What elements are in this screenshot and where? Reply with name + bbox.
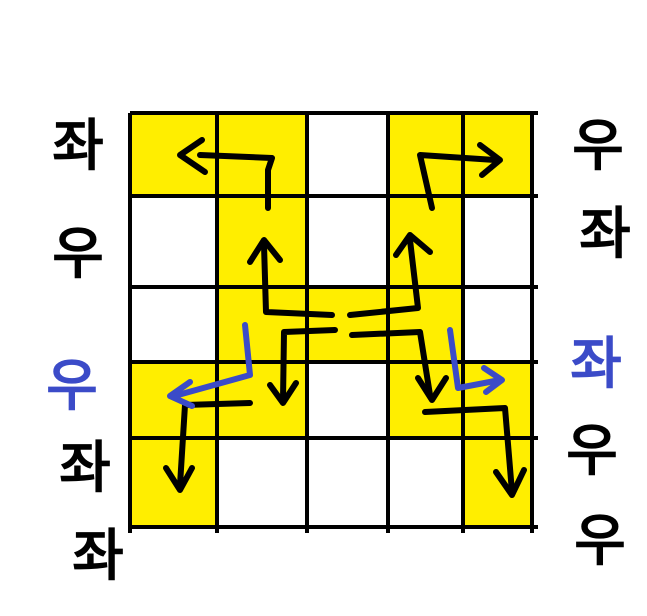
grid-cells xyxy=(130,113,532,527)
arrow-black xyxy=(349,329,433,398)
arrowhead-down xyxy=(267,380,299,406)
arrow-black xyxy=(197,152,275,211)
right-label-5: 우 xyxy=(574,509,626,574)
right-label-4: 우 xyxy=(566,419,618,484)
left-label-1: 좌 xyxy=(52,114,104,179)
arrows xyxy=(163,137,527,498)
left-label-3: 우 xyxy=(46,354,98,419)
arrowhead-up xyxy=(247,237,283,265)
grid-cell xyxy=(388,438,463,527)
right-label-3: 좌 xyxy=(570,332,622,397)
arrowhead-down xyxy=(415,375,449,403)
grid-cell xyxy=(307,362,388,438)
arrow-blue xyxy=(447,327,503,391)
grid-cell xyxy=(217,438,307,527)
grid-cell xyxy=(217,362,307,438)
arrowhead-down xyxy=(493,467,527,498)
arrowhead-left xyxy=(177,137,208,175)
arrowhead-right-blue xyxy=(481,365,505,395)
arrow-black xyxy=(261,242,335,318)
left-label-4: 좌 xyxy=(59,436,111,501)
right-label-1: 우 xyxy=(572,114,624,179)
left-label-2: 우 xyxy=(52,222,104,287)
arrow-black xyxy=(280,327,338,403)
grid-cell xyxy=(463,196,532,287)
arrowhead-left-blue xyxy=(167,379,195,409)
arrow-blue xyxy=(175,322,253,398)
grid-cell xyxy=(130,287,217,362)
grid-lines xyxy=(128,111,538,533)
arrow-black xyxy=(347,237,421,318)
grid-cell xyxy=(307,287,388,362)
grid-cell xyxy=(463,438,532,527)
grid-cell xyxy=(307,438,388,527)
grid-cell xyxy=(217,287,307,362)
arrow-black xyxy=(417,152,498,211)
arrowhead-right xyxy=(477,142,503,178)
grid-cell xyxy=(307,196,388,287)
arrow-black xyxy=(422,405,515,495)
grid-cell xyxy=(307,113,388,196)
left-label-5: 좌 xyxy=(72,524,124,589)
arrowhead-up xyxy=(393,232,433,258)
grid-cell xyxy=(130,196,217,287)
arrowhead-down xyxy=(163,465,195,493)
grid-cell xyxy=(388,196,463,287)
grid-cell xyxy=(463,287,532,362)
right-label-2: 좌 xyxy=(579,202,631,267)
